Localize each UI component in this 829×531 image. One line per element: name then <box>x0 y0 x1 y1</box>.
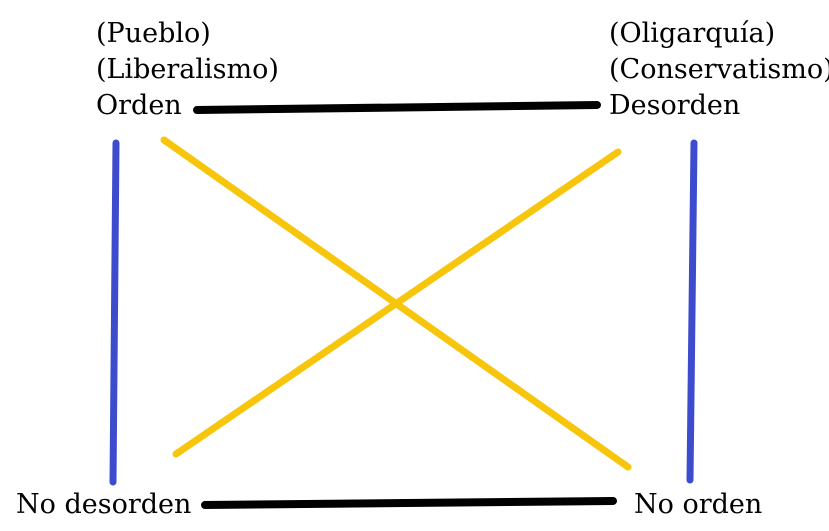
implication-line-left <box>109 139 120 486</box>
label-desorden: Desorden <box>609 90 741 121</box>
annotation-liberalismo: (Liberalismo) <box>96 54 279 85</box>
node-bottom-left: No desorden <box>16 487 191 523</box>
annotation-conservatismo: (Conservatismo) <box>609 54 829 85</box>
node-bottom-right: No orden <box>634 487 762 523</box>
contradiction-line-desorden-nodesorden <box>172 148 622 458</box>
label-no-desorden: No desorden <box>16 489 192 520</box>
annotation-pueblo: (Pueblo) <box>96 18 211 49</box>
node-top-right: (Oligarquía) (Conservatismo) Desorden <box>609 16 829 124</box>
label-orden: Orden <box>96 90 182 121</box>
subcontrary-line-bottom <box>201 497 617 509</box>
node-top-left: (Pueblo) (Liberalismo) Orden <box>96 16 279 124</box>
implication-line-right <box>686 139 698 484</box>
label-no-orden: No orden <box>634 489 763 520</box>
contrary-line-top <box>193 101 601 114</box>
annotation-oligarquia: (Oligarquía) <box>609 18 776 49</box>
